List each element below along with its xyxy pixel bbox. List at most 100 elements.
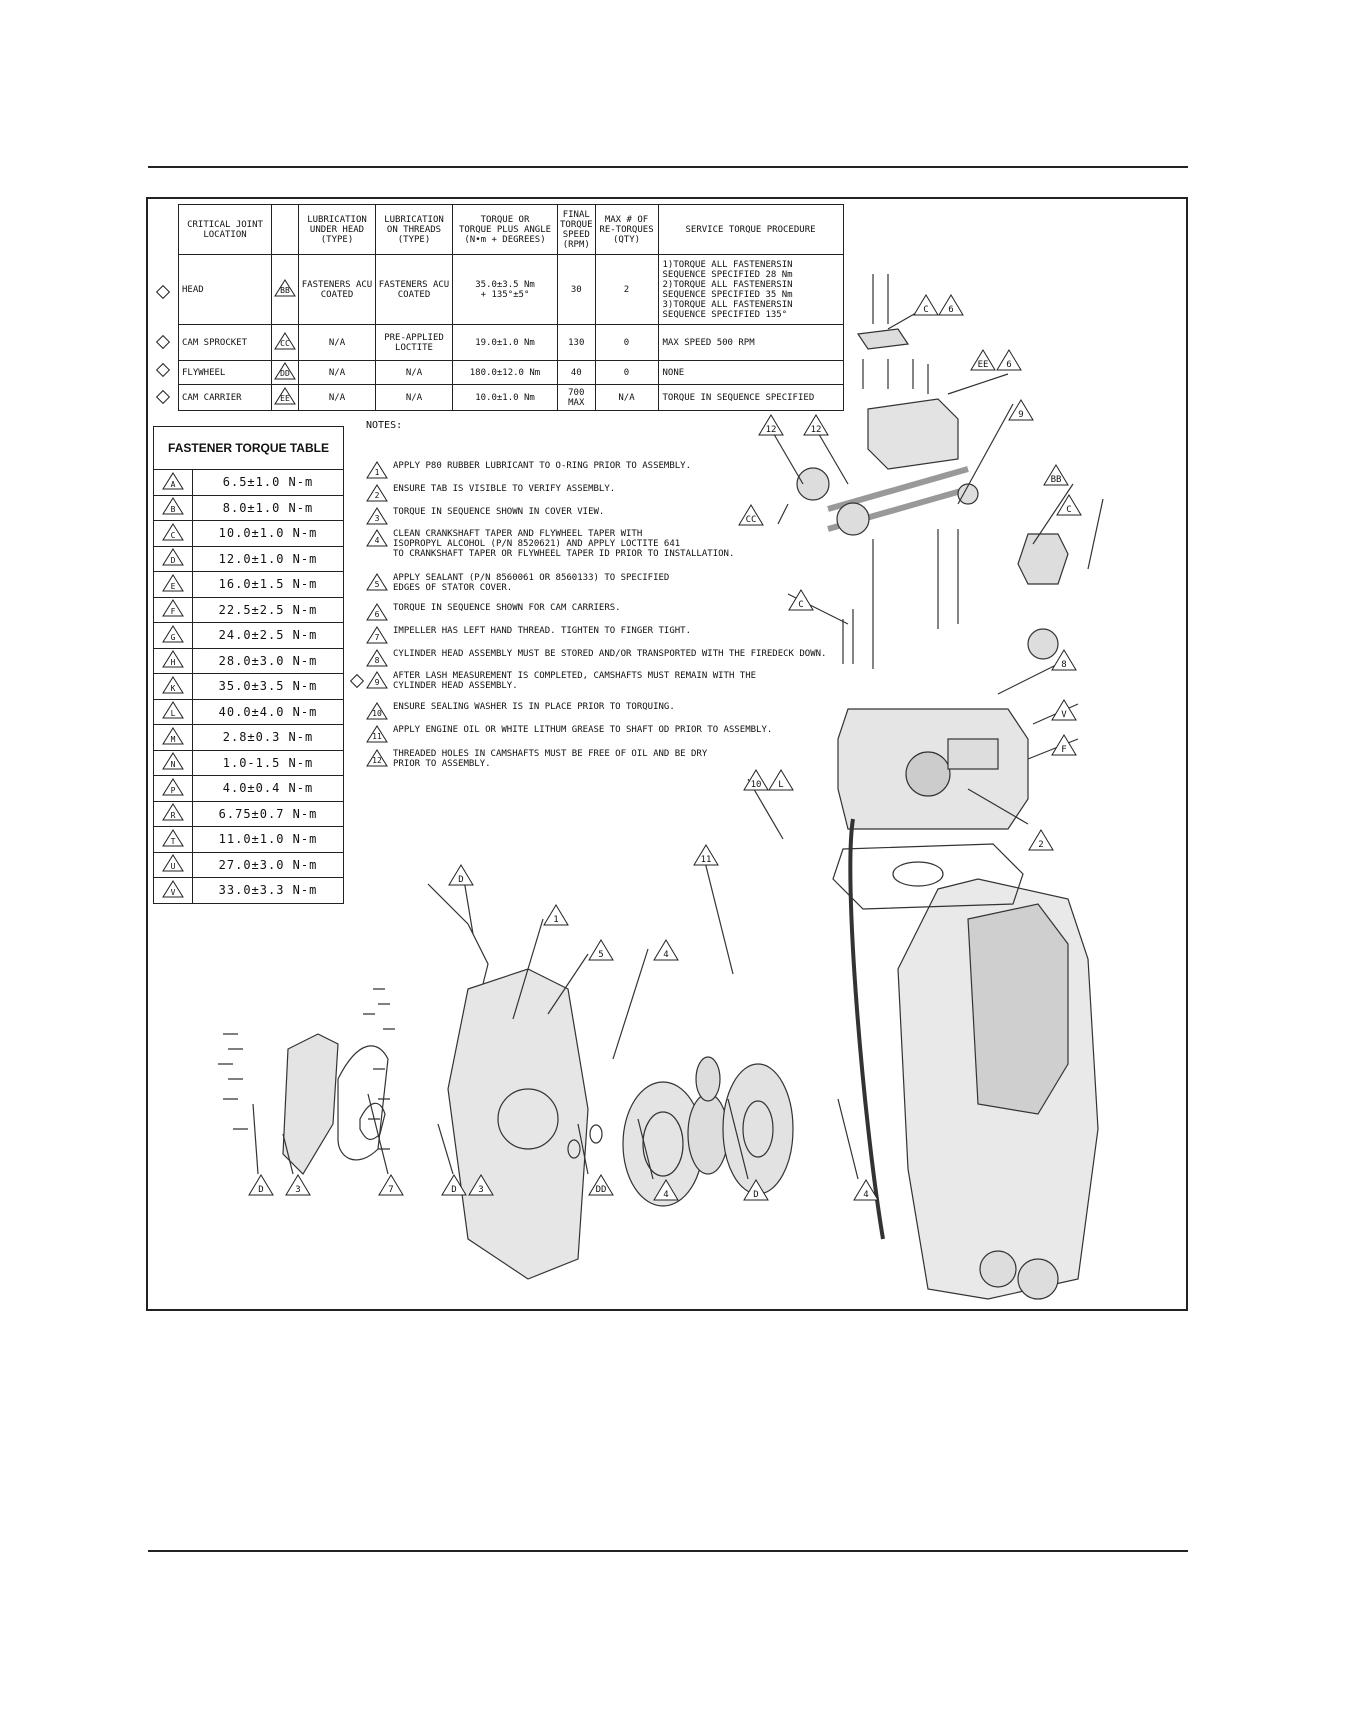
triangle-icon — [1008, 399, 1034, 421]
callout-triangle: 1 — [543, 904, 569, 926]
callout-label: DD — [280, 369, 290, 378]
fastener-value: 8.0±1.0 N-m — [192, 494, 344, 521]
cj-procedure: 1)TORQUE ALL FASTENERSIN SEQUENCE SPECIF… — [657, 254, 844, 325]
fastener-value: 6.5±1.0 N-m — [192, 469, 344, 496]
diagram-callout: 5 — [588, 939, 614, 961]
triangle-icon — [162, 522, 184, 541]
fastener-value: 33.0±3.3 N-m — [192, 877, 344, 904]
triangle-icon — [588, 1174, 614, 1196]
cj-under-head: N/A — [298, 384, 376, 411]
triangle-icon — [162, 752, 184, 770]
diagram-callout: 11 — [693, 844, 719, 866]
callout-triangle: H — [162, 650, 184, 668]
triangle-icon — [996, 349, 1022, 371]
callout-label: 7 — [388, 1185, 394, 1195]
callout-triangle: 1 — [366, 461, 388, 479]
callout-triangle: 4 — [366, 529, 388, 547]
callout-label: E — [170, 581, 176, 591]
callout-triangle: DD — [274, 362, 296, 380]
cj-location: FLYWHEEL — [178, 360, 272, 385]
fastener-table-title: FASTENER TORQUE TABLE — [153, 426, 344, 470]
callout-label: EE — [280, 394, 290, 403]
callout-label: L — [170, 709, 176, 719]
triangle-icon — [162, 854, 184, 872]
cj-on-threads: PRE-APPLIED LOCTITE — [375, 324, 453, 361]
callout-triangle: D — [248, 1174, 274, 1196]
callout-triangle: E — [162, 573, 184, 592]
callout-triangle: D — [441, 1174, 467, 1196]
diagram-callout: 8 — [1051, 649, 1077, 671]
note-text: AFTER LASH MEASUREMENT IS COMPLETED, CAM… — [393, 671, 757, 691]
notes-title: NOTES: — [366, 420, 403, 431]
triangle-icon — [693, 844, 719, 866]
triangle-icon — [285, 1174, 311, 1196]
callout-triangle: D — [743, 1179, 769, 1201]
fastener-value: 10.0±1.0 N-m — [192, 520, 344, 547]
triangle-icon — [1043, 464, 1069, 486]
triangle-icon — [274, 279, 296, 297]
triangle-icon — [162, 701, 184, 719]
cj-header-row: CRITICAL JOINT LOCATION LUBRICATION UNDE… — [178, 204, 844, 255]
cj-header — [271, 204, 299, 255]
diagram-callout: D — [448, 864, 474, 886]
triangle-icon — [588, 939, 614, 961]
diagram-callout: 6 — [996, 349, 1022, 371]
triangle-icon — [366, 529, 388, 547]
note-text: ENSURE TAB IS VISIBLE TO VERIFY ASSEMBLY… — [393, 484, 616, 494]
diagram-callout: F — [1051, 734, 1077, 756]
cj-symbol: DD — [271, 360, 299, 385]
diagram-callout: 4 — [853, 1179, 879, 1201]
callout-label: 11 — [372, 732, 382, 741]
callout-label: R — [170, 811, 176, 821]
cj-location: CAM CARRIER — [178, 384, 272, 411]
callout-label: G — [170, 632, 176, 642]
triangle-icon — [768, 769, 794, 791]
callout-label: 2 — [1038, 840, 1044, 850]
callout-label: 8 — [1061, 660, 1067, 670]
triangle-icon — [366, 671, 388, 689]
fastener-symbol: P — [153, 775, 193, 802]
triangle-icon — [738, 504, 764, 526]
diagram-callout: 9 — [1008, 399, 1034, 421]
triangle-icon — [653, 939, 679, 961]
callout-label: C — [923, 305, 929, 315]
callout-triangle: D — [448, 864, 474, 886]
callout-triangle: 10 — [366, 702, 388, 720]
diagram-callout: DD — [588, 1174, 614, 1196]
callout-label: C — [798, 600, 804, 610]
triangle-icon — [743, 769, 769, 791]
callout-label: V — [1061, 710, 1067, 720]
callout-triangle: BB — [274, 279, 296, 297]
callout-triangle: 11 — [366, 725, 388, 743]
note-text: APPLY SEALANT (P/N 8560061 OR 8560133) T… — [393, 573, 670, 593]
callout-triangle: 8 — [366, 649, 388, 667]
triangle-icon — [366, 626, 388, 644]
callout-label: 6 — [374, 610, 380, 619]
callout-triangle: 9 — [366, 671, 388, 689]
callout-triangle: 2 — [366, 484, 388, 502]
note-item: 9 AFTER LASH MEASUREMENT IS COMPLETED, CA… — [366, 671, 756, 691]
callout-label: D — [170, 556, 176, 566]
callout-label: 10 — [750, 780, 762, 790]
callout-label: 1 — [553, 915, 559, 925]
callout-label: 4 — [663, 1190, 669, 1200]
triangle-icon — [162, 548, 184, 566]
triangle-icon — [274, 387, 296, 405]
callout-label: 5 — [598, 950, 604, 960]
callout-label: 12 — [372, 756, 382, 765]
triangle-icon — [248, 1174, 274, 1196]
triangle-icon — [366, 702, 388, 720]
cj-retorques: N/A — [594, 384, 659, 411]
callout-triangle: DD — [588, 1174, 614, 1196]
fastener-value: 2.8±0.3 N-m — [192, 724, 344, 751]
fastener-symbol: M — [153, 724, 193, 751]
triangle-icon — [1028, 829, 1054, 851]
diagram-callout: 12 — [803, 414, 829, 436]
